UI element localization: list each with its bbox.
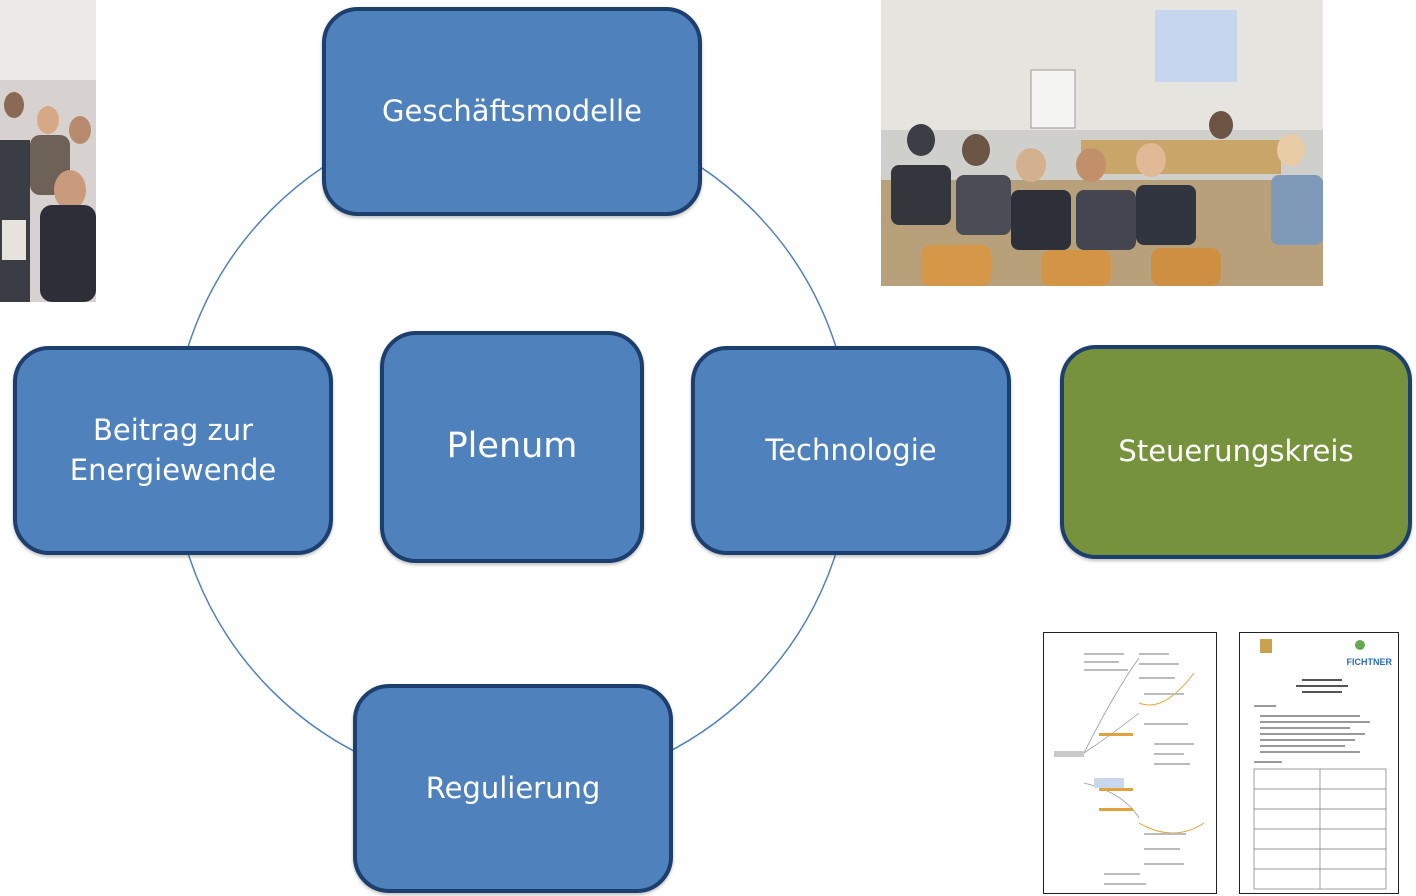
photo-left-icon: [0, 0, 96, 302]
mindmap-document-thumbnail: [1043, 632, 1217, 894]
node-steuerungskreis-label: Steuerungskreis: [1118, 434, 1354, 469]
protocol-icon: [1253, 639, 1387, 890]
photo-right-icon: [881, 0, 1323, 286]
protocol-document-thumbnail: FICHTNER: [1239, 632, 1399, 894]
node-beitrag-zur-energiewende: Beitrag zur Energiewende: [13, 346, 333, 555]
node-technologie: Technologie: [691, 346, 1011, 555]
meeting-audience-photo: [0, 0, 96, 302]
node-geschaeftsmodelle: Geschäftsmodelle: [322, 7, 702, 216]
node-geschaeftsmodelle-label: Geschäftsmodelle: [382, 93, 642, 128]
node-regulierung-label: Regulierung: [425, 770, 601, 805]
node-technologie-label: Technologie: [765, 432, 937, 467]
node-regulierung: Regulierung: [353, 684, 673, 893]
mindmap-icon: [1054, 653, 1205, 885]
node-plenum-label: Plenum: [446, 426, 578, 467]
node-steuerungskreis: Steuerungskreis: [1060, 345, 1412, 559]
conference-room-photo: [881, 0, 1323, 286]
node-beitrag-label: Beitrag zur Energiewende: [69, 413, 277, 487]
node-plenum: Plenum: [380, 331, 644, 563]
fichtner-logo: FICHTNER: [1346, 657, 1393, 667]
